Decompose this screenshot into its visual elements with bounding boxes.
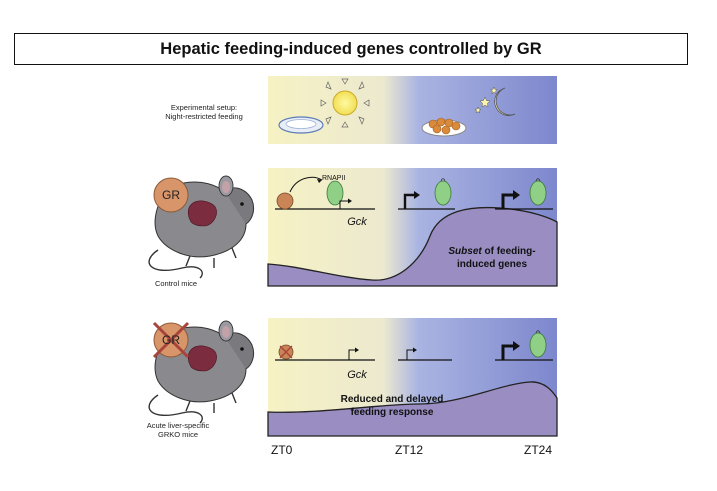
grko-mice-label: Acute liver-specific GRKO mice: [133, 421, 223, 440]
subset-label-line2: induced genes: [457, 259, 527, 270]
response-label-line1: Reduced and delayed: [341, 394, 444, 405]
timepoint-zt12: ZT12: [395, 443, 424, 457]
figure-title: Hepatic feeding-induced genes controlled…: [14, 33, 688, 65]
grko-gr-label: GR: [162, 333, 180, 347]
polymerase-icon: [529, 332, 547, 358]
control-mice-label: Control mice: [154, 279, 198, 288]
setup-panel: [268, 76, 557, 144]
gr-circle-icon: [153, 177, 189, 213]
grko-mice-label-line2: GRKO mice: [157, 430, 198, 440]
recruitment-arrow: [289, 176, 323, 193]
polymerase-icon: [326, 180, 344, 206]
sun-icon: [320, 78, 370, 128]
setup-label-line2: Night-restricted feeding: [165, 112, 243, 122]
moon-icon: [474, 86, 516, 116]
grko-mouse-icon: [148, 320, 255, 424]
response-label-line2: feeding response: [351, 407, 434, 418]
control-mouse-icon: [148, 175, 255, 279]
gr-bound-circle: [276, 192, 294, 210]
control-gr-label: GR: [162, 188, 180, 202]
subset-label-line1: Subset of feeding-: [448, 246, 535, 257]
timepoint-zt0: ZT0: [271, 443, 293, 457]
polymerase-icon: [434, 180, 452, 206]
control-response-curve: [267, 206, 558, 287]
grko-panel: [267, 318, 558, 437]
grko-gene-label: Gck: [347, 369, 367, 381]
empty-plate-icon: [278, 116, 324, 134]
control-gene-label: Gck: [347, 216, 367, 228]
setup-label-line1: Experimental setup:: [170, 103, 238, 112]
setup-label: Experimental setup: Night-restricted fee…: [142, 103, 266, 122]
food-plate-icon: [421, 117, 467, 137]
polymerase-icon: [529, 180, 547, 206]
deletion-cross-icon: [152, 321, 190, 359]
control-panel: [267, 168, 558, 287]
rnapii-label: RNAPII: [322, 175, 345, 182]
timepoint-zt24: ZT24: [524, 443, 553, 457]
grko-response-curve: [267, 381, 558, 437]
grko-mice-label-line1: Acute liver-specific: [146, 421, 210, 430]
